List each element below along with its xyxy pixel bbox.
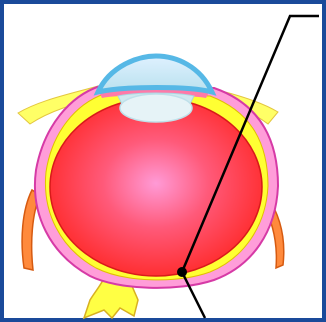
lens	[120, 94, 192, 122]
vitreous-body	[50, 98, 262, 276]
pointer-dot	[177, 267, 187, 277]
